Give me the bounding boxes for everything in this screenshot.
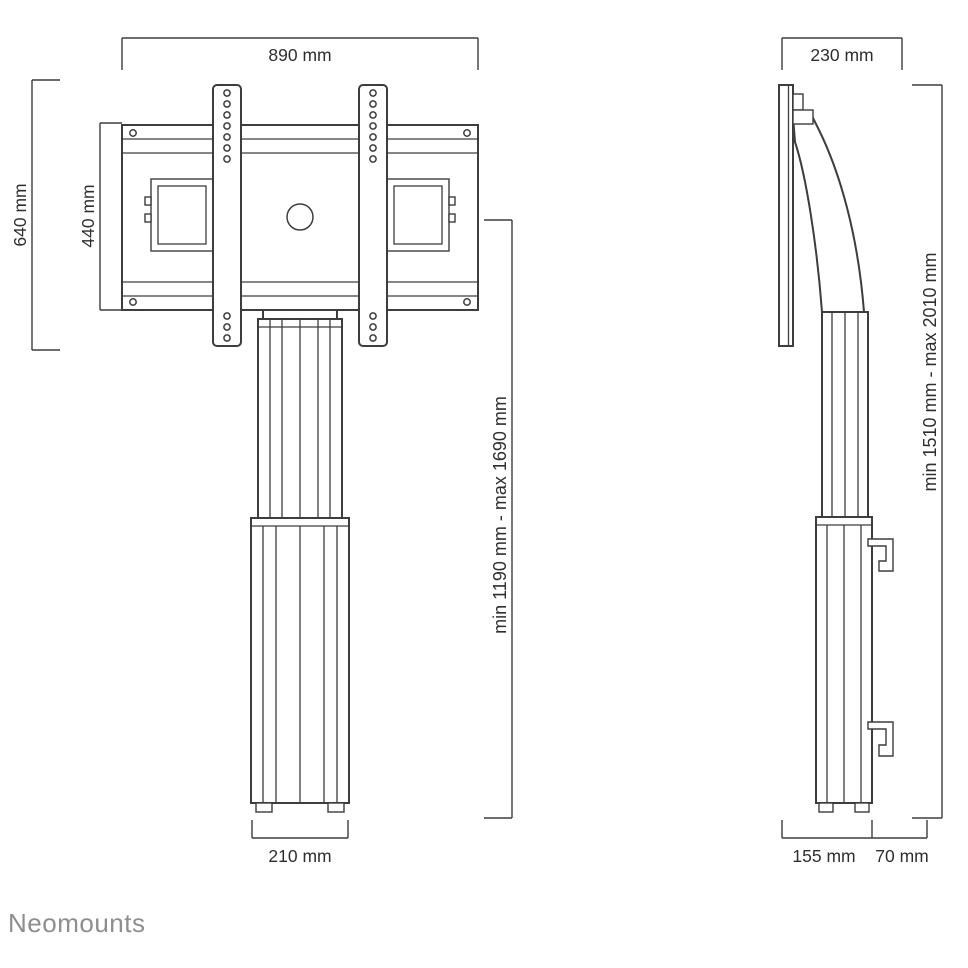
cable-hooks xyxy=(867,538,894,757)
dim-depth-label: 230 mm xyxy=(810,45,873,65)
right-window-tab xyxy=(448,213,456,223)
dim-outer-height-640: 640 mm xyxy=(10,79,60,351)
dim-width-label: 890 mm xyxy=(268,45,331,65)
dim-width-890: 890 mm xyxy=(121,37,479,70)
column-connector xyxy=(262,309,338,320)
column-foot xyxy=(818,802,834,813)
lift-column-front xyxy=(250,309,350,813)
right-window-outer xyxy=(386,178,450,252)
side-bracket-arm xyxy=(791,115,866,313)
right-window-tab xyxy=(448,196,456,206)
dim-column-width-210: 210 mm xyxy=(251,820,349,866)
cable-hook-upper xyxy=(867,538,894,572)
dim-height-range-side-label: min 1510 mm - max 2010 mm xyxy=(920,252,940,491)
dim-inner-height-440: 440 mm xyxy=(78,122,122,311)
vesa-strip-left xyxy=(212,84,242,347)
brand-logo: Neomounts xyxy=(8,908,145,938)
column-foot xyxy=(255,802,273,813)
side-view: 230 mm min 1510 mm - max 2010 mm 155 mm … xyxy=(778,37,943,866)
panel-top-hook xyxy=(792,93,804,111)
left-window-inner xyxy=(157,185,207,245)
corner-screw-icon xyxy=(129,298,137,306)
dim-height-range-front: min 1190 mm - max 1690 mm xyxy=(484,219,513,819)
panel-top-hook-step xyxy=(792,109,814,125)
side-dimensions: 230 mm min 1510 mm - max 2010 mm 155 mm … xyxy=(781,37,943,866)
display-panel-side xyxy=(778,84,814,347)
left-window-tab xyxy=(144,213,152,223)
vesa-strip-right xyxy=(358,84,388,347)
clamp-windows xyxy=(144,178,456,252)
dim-hook-depth-label: 70 mm xyxy=(875,846,928,866)
dim-height-range-front-label: min 1190 mm - max 1690 mm xyxy=(490,396,510,634)
dim-base-depth-label: 155 mm xyxy=(792,846,855,866)
column-foot xyxy=(854,802,870,813)
front-view: 890 mm 640 mm 440 mm min 1190 mm - max 1… xyxy=(10,37,513,866)
corner-screw-icon xyxy=(463,298,471,306)
right-window-inner xyxy=(393,185,443,245)
center-hole-icon xyxy=(286,203,314,231)
vesa-holes-right xyxy=(369,89,377,342)
lift-column-side xyxy=(815,311,873,813)
cable-hook-lower xyxy=(867,721,894,757)
left-window-outer xyxy=(150,178,214,252)
front-dimensions: 890 mm 640 mm 440 mm min 1190 mm - max 1… xyxy=(10,37,513,866)
corner-screw-icon xyxy=(129,129,137,137)
dim-height-range-side: min 1510 mm - max 2010 mm xyxy=(912,84,943,819)
dim-base-depth: 155 mm 70 mm xyxy=(781,820,929,866)
corner-screw-icon xyxy=(463,129,471,137)
dim-depth-230: 230 mm xyxy=(781,37,903,70)
dim-outer-height-label: 640 mm xyxy=(10,183,30,246)
dim-inner-height-label: 440 mm xyxy=(78,184,98,247)
panel-outline xyxy=(778,84,794,347)
column-foot xyxy=(327,802,345,813)
left-window-tab xyxy=(144,196,152,206)
vesa-strips xyxy=(212,84,388,347)
dim-column-width-label: 210 mm xyxy=(268,846,331,866)
vesa-holes-left xyxy=(223,89,231,342)
